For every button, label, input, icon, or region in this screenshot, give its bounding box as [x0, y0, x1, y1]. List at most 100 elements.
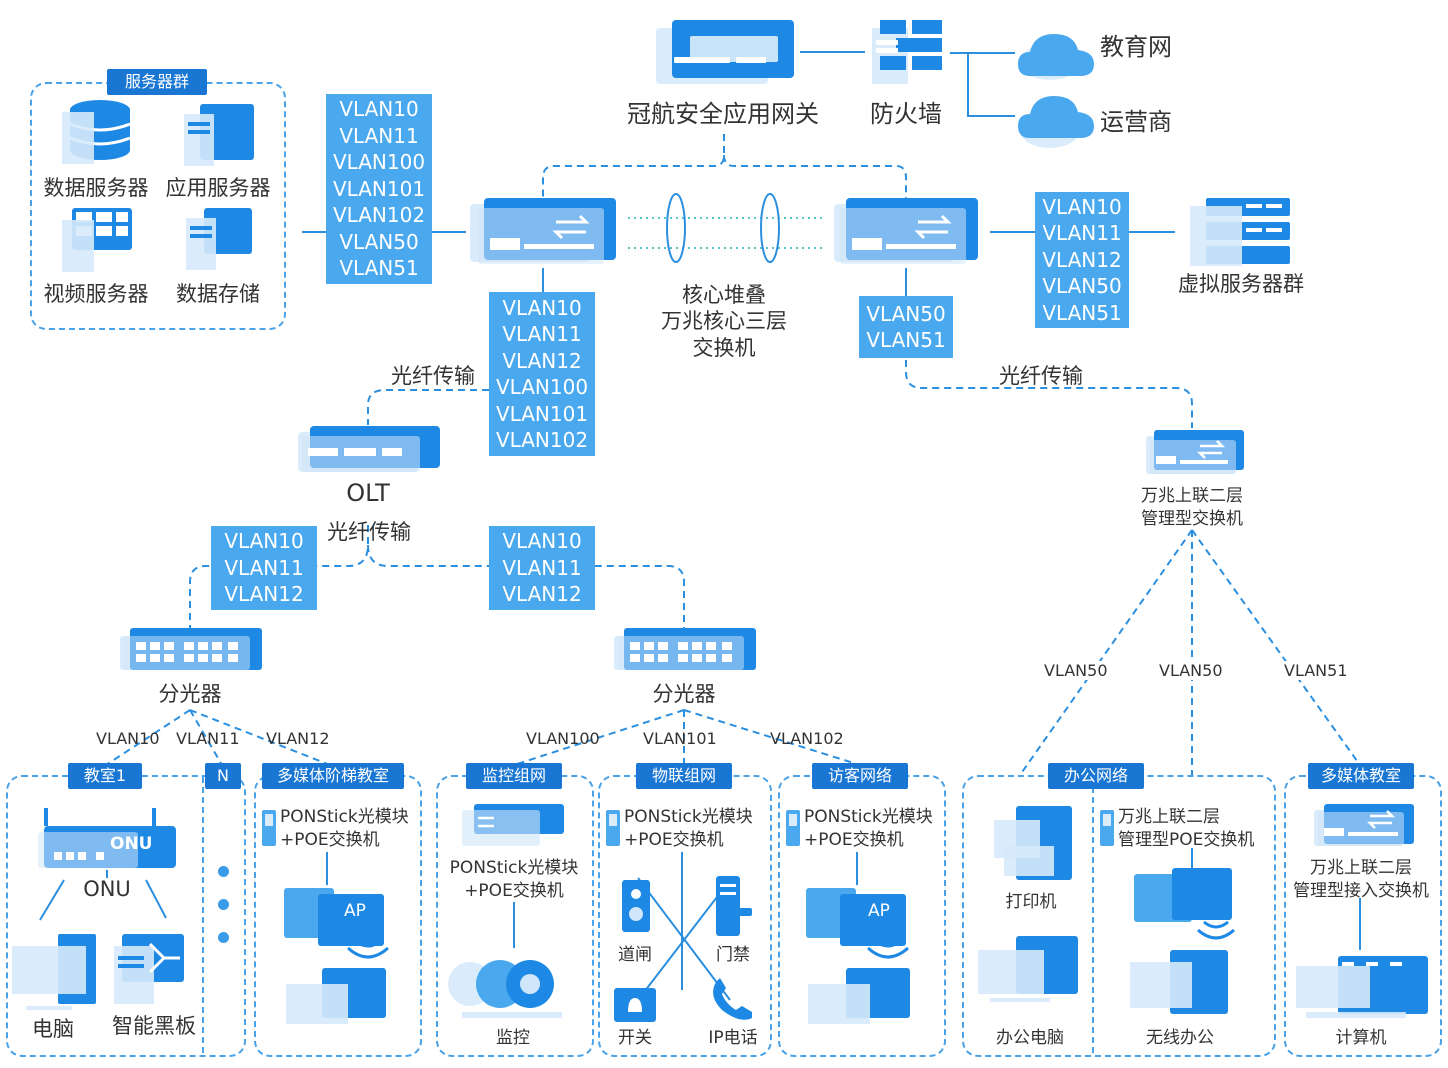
splitter-left-icon [120, 628, 262, 670]
iot-line1: PONStick光模块 [624, 807, 753, 827]
vlan-item: VLAN100 [495, 375, 589, 399]
firewall-icon [872, 20, 942, 84]
vlan-item: VLAN51 [866, 328, 946, 352]
ip-phone-icon [713, 978, 752, 1020]
office-pc-icon [978, 936, 1078, 1002]
onu-label: ONU [83, 877, 131, 901]
edge-up-vlan50b: VLAN50 [1157, 661, 1225, 680]
vlan-item: VLAN10 [224, 529, 304, 554]
cloud-edu-icon [1018, 34, 1094, 80]
cloud-isp-icon [1018, 96, 1094, 148]
computer-visitor-icon [808, 968, 910, 1024]
vlan-item: VLAN11 [502, 322, 582, 346]
fiber-label-2: 光纤传输 [327, 520, 411, 544]
uplink-switch-icon [1146, 430, 1244, 474]
camera-icon [448, 960, 562, 1018]
office-poe-label: 万兆上联二层 管理型POE交换机 [1118, 806, 1254, 852]
vlan-item: VLAN10 [502, 529, 582, 554]
vlan-item: VLAN10 [1042, 194, 1122, 219]
uplink-switch-label: 万兆上联二层 管理型交换机 [1118, 485, 1266, 531]
vlan-item: VLAN51 [1042, 300, 1122, 325]
core-line3: 交换机 [692, 335, 756, 360]
cloud-isp-label: 运营商 [1100, 108, 1172, 136]
office-pc-label: 办公电脑 [996, 1028, 1064, 1048]
vlan-item: VLAN50 [339, 229, 419, 254]
onu-badge: ONU [110, 834, 153, 854]
stack-ring-left [666, 193, 686, 263]
gateway-core-b-link [723, 154, 907, 198]
visitor-net-title: 访客网络 [812, 763, 908, 789]
vlan-item: VLAN101 [495, 401, 589, 426]
server-group-title: 服务器群 [107, 69, 207, 95]
gateway-core-a-link [542, 134, 725, 198]
edge-sl-vlan10: VLAN10 [96, 729, 160, 748]
database-server-icon [62, 100, 131, 164]
olt-label: OLT [346, 479, 390, 507]
core-uplink-fiber [905, 360, 1193, 428]
n-tag: N [205, 763, 241, 789]
vlan-core-down-box: VLAN10 VLAN11 VLAN12 VLAN100 VLAN101 VLA… [489, 292, 595, 456]
visitor-line2: +POE交换机 [804, 830, 904, 850]
edge-sr-vlan100: VLAN100 [526, 729, 600, 748]
vlan-item: VLAN51 [339, 256, 419, 281]
office-divider [1092, 777, 1094, 1053]
stair-poe-label: PONStick光模块 +POE交换机 [280, 806, 409, 852]
vlan-item: VLAN102 [332, 203, 426, 228]
vlan-left-box: VLAN10 VLAN11 VLAN100 VLAN101 VLAN102 VL… [326, 94, 432, 284]
computer-label: 计算机 [1335, 1028, 1387, 1048]
pc-label: 电脑 [32, 1017, 74, 1041]
fiber-label-3: 光纤传输 [999, 364, 1083, 388]
printer-label: 打印机 [1005, 892, 1057, 912]
multimedia-stair-title: 多媒体阶梯教室 [262, 763, 404, 789]
olt-icon [298, 426, 440, 472]
core-line2: 万兆核心三层 [661, 309, 787, 334]
monitor-poe-label: PONStick光模块 +POE交换机 [444, 857, 584, 903]
onu-router-icon [38, 808, 176, 868]
more-dot-3 [218, 932, 229, 943]
gate-icon [622, 880, 650, 932]
edge-up-vlan50a: VLAN50 [1042, 661, 1110, 680]
vlan-item: VLAN11 [502, 555, 582, 580]
mm-line2: 管理型接入交换机 [1293, 881, 1429, 901]
vlan-olt-left-box: VLAN10 VLAN11 VLAN12 [211, 526, 317, 610]
vlan-right-box: VLAN10 VLAN11 VLAN12 VLAN50 VLAN51 [1035, 192, 1129, 328]
wireless-label: 无线办公 [1146, 1028, 1214, 1048]
classroom1-title: 教室1 [68, 763, 142, 789]
gate-label: 道闸 [618, 945, 652, 965]
switch-label: 开关 [618, 1028, 652, 1048]
app-server-label: 应用服务器 [165, 176, 271, 200]
firewall-cloud-links [950, 52, 1015, 117]
iot-line2: +POE交换机 [624, 830, 724, 850]
access-switch-label: 万兆上联二层 管理型接入交换机 [1286, 857, 1436, 903]
gateway-label: 冠航安全应用网关 [627, 100, 819, 128]
access-label: 门禁 [716, 945, 750, 965]
monitor-line1: PONStick光模块 [449, 858, 579, 878]
splitter-left-label: 分光器 [158, 682, 222, 706]
access-switch-icon [1314, 804, 1414, 846]
poe-switch-monitor-icon [462, 804, 564, 846]
poe-chip-office-icon [1100, 810, 1114, 846]
edge-sl-vlan12: VLAN12 [266, 729, 330, 748]
n-divider [202, 777, 204, 1053]
olt-splitter-right [367, 544, 685, 628]
monitor-line2: +POE交换机 [464, 881, 564, 901]
video-server-label: 视频服务器 [43, 282, 149, 306]
data-server-label: 数据服务器 [43, 176, 149, 200]
splitter-right-icon [614, 628, 756, 670]
more-dot-1 [218, 866, 229, 877]
vlan-item: VLAN11 [224, 555, 304, 580]
ponstick-visitor-icon [786, 810, 800, 846]
core-switch-b-icon [834, 198, 978, 264]
multimedia-room-title: 多媒体教室 [1308, 763, 1414, 789]
core-olt-fiber [367, 389, 489, 425]
core-switch-a-icon [470, 198, 616, 264]
vlan-olt-right-box: VLAN10 VLAN11 VLAN12 [489, 526, 595, 610]
vlan-item: VLAN10 [339, 97, 419, 122]
video-server-icon [62, 208, 132, 272]
vlan-item: VLAN12 [502, 348, 582, 373]
fiber-label-1: 光纤传输 [391, 364, 475, 388]
multimedia-room-box [1284, 775, 1442, 1057]
smart-blackboard-icon [114, 934, 184, 1004]
wireless-office-icon [1130, 950, 1228, 1014]
printer-icon [994, 806, 1072, 880]
